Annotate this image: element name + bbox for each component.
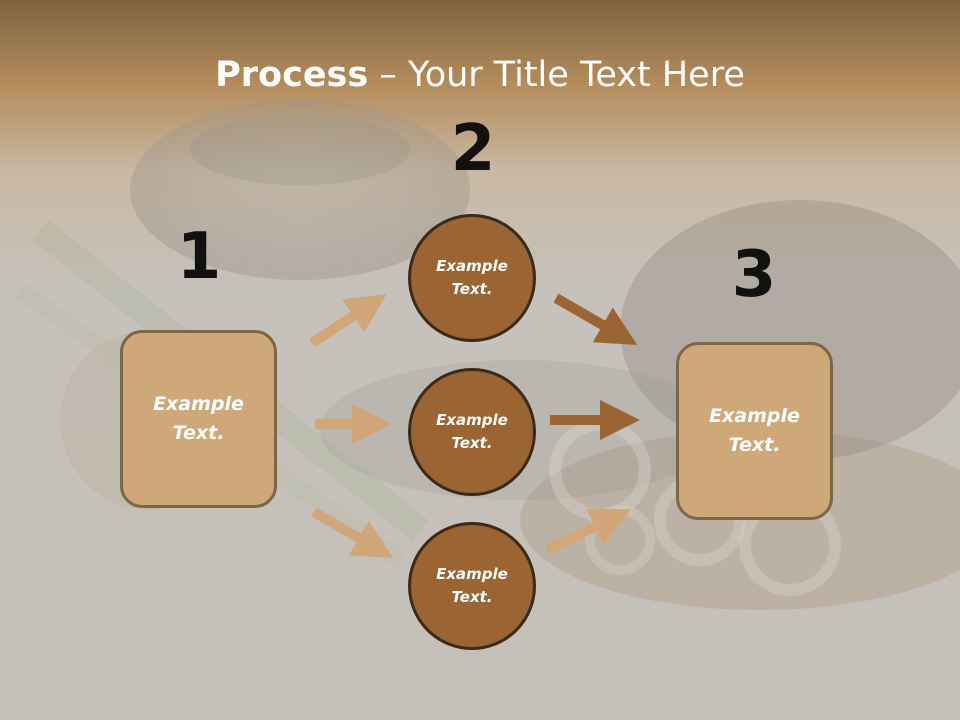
circle-top: Example Text.: [408, 214, 536, 342]
circle-middle-text: Example Text.: [436, 411, 508, 452]
step-1-box: Example Text.: [120, 330, 277, 508]
title-bold: Process: [215, 55, 369, 95]
circle-middle: Example Text.: [408, 368, 536, 496]
step-number-3: 3: [731, 238, 777, 312]
circle-bottom: Example Text.: [408, 522, 536, 650]
arrow-bottom-to-3: [544, 508, 631, 555]
circle-bottom-text: Example Text.: [436, 565, 508, 606]
step-1-text: Example Text.: [153, 393, 244, 444]
arrow-1-to-bottom: [311, 507, 394, 559]
slide-title: Process – Your Title Text Here: [0, 52, 960, 98]
title-rest: – Your Title Text Here: [368, 55, 745, 95]
arrow-1-to-top: [309, 294, 387, 348]
step-3-box: Example Text.: [676, 342, 833, 520]
arrow-top-to-3: [553, 293, 638, 346]
step-number-2: 2: [450, 112, 496, 186]
step-3-text: Example Text.: [709, 405, 800, 456]
circle-top-text: Example Text.: [436, 257, 508, 298]
step-number-1: 1: [176, 220, 222, 294]
